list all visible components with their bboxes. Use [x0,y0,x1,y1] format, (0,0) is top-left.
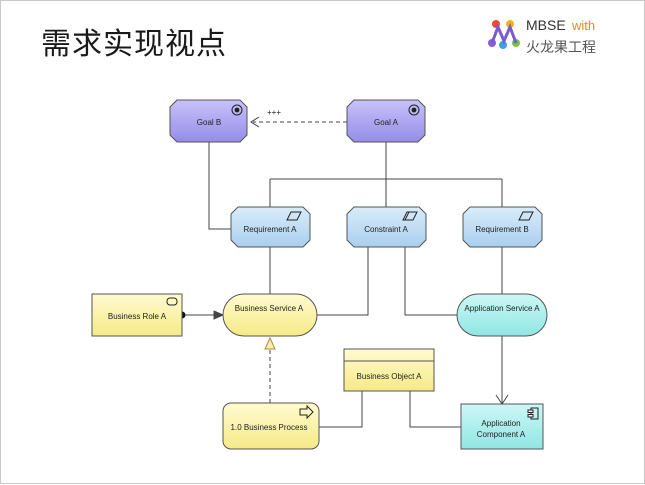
business-process-node[interactable]: 1.0 Business Process [222,402,320,450]
constraint-a-service-connector [317,247,369,316]
logo-mark-icon [488,20,520,49]
constraint-a-label: Constraint A [364,225,408,234]
business-process-label: 1.0 Business Process [231,423,308,432]
business-object-a-label: Business Object A [357,372,423,381]
application-component-a-label-line2: Component A [477,430,526,439]
business-role-a-label: Business Role A [108,312,167,321]
application-service-a-label: Application Service A [464,304,540,313]
business-service-a-node[interactable]: Business Service A [222,293,318,337]
assignment-arrowhead [213,310,225,320]
requirement-a-node[interactable]: Requirement A [230,206,311,248]
requirement-b-label: Requirement B [475,225,528,234]
logo: MBSE with 火龙果工程 [486,17,636,57]
business-object-a-node[interactable]: Business Object A [343,348,435,392]
slide-title: 需求实现视点 [41,27,227,62]
logo-mbse-text: MBSE [526,17,566,33]
application-service-a-node[interactable]: Application Service A [456,293,548,337]
goal-a-node[interactable]: Goal A [346,99,426,143]
requirement-b-node[interactable]: Requirement B [462,206,543,248]
constraint-parallelogram-icon [402,211,418,221]
logo-cn-text: 火龙果工程 [526,40,596,56]
role-icon [166,297,178,306]
requirement-parallelogram-icon [286,211,302,221]
process-arrow-icon [299,404,314,420]
goal-b-node[interactable]: Goal B [169,99,248,143]
application-component-a-node[interactable]: Application Component A [460,403,544,450]
realization-arrowhead [264,336,276,350]
goal-b-label: Goal B [197,118,221,127]
business-role-a-node[interactable]: Business Role A [91,293,183,337]
constraint-a-app-service-connector [404,247,457,316]
goal-target-icon [231,104,243,116]
influence-label: +++ [267,108,281,117]
goal-target-icon [408,104,420,116]
influence-arrowhead [250,116,260,128]
requirement-a-label: Requirement A [244,225,298,234]
business-service-a-label: Business Service A [235,304,304,313]
application-component-a-label-line1: Application [481,419,520,428]
goal-b-requirement-a-connector [208,142,231,230]
object-component-connector [409,391,461,428]
constraint-a-node[interactable]: Constraint A [346,206,427,248]
logo-with-text: with [572,18,596,33]
object-process-connector [319,391,363,428]
component-icon [530,407,539,420]
goal-a-label: Goal A [374,118,399,127]
requirement-parallelogram-icon [518,211,534,221]
connectors [183,116,509,428]
